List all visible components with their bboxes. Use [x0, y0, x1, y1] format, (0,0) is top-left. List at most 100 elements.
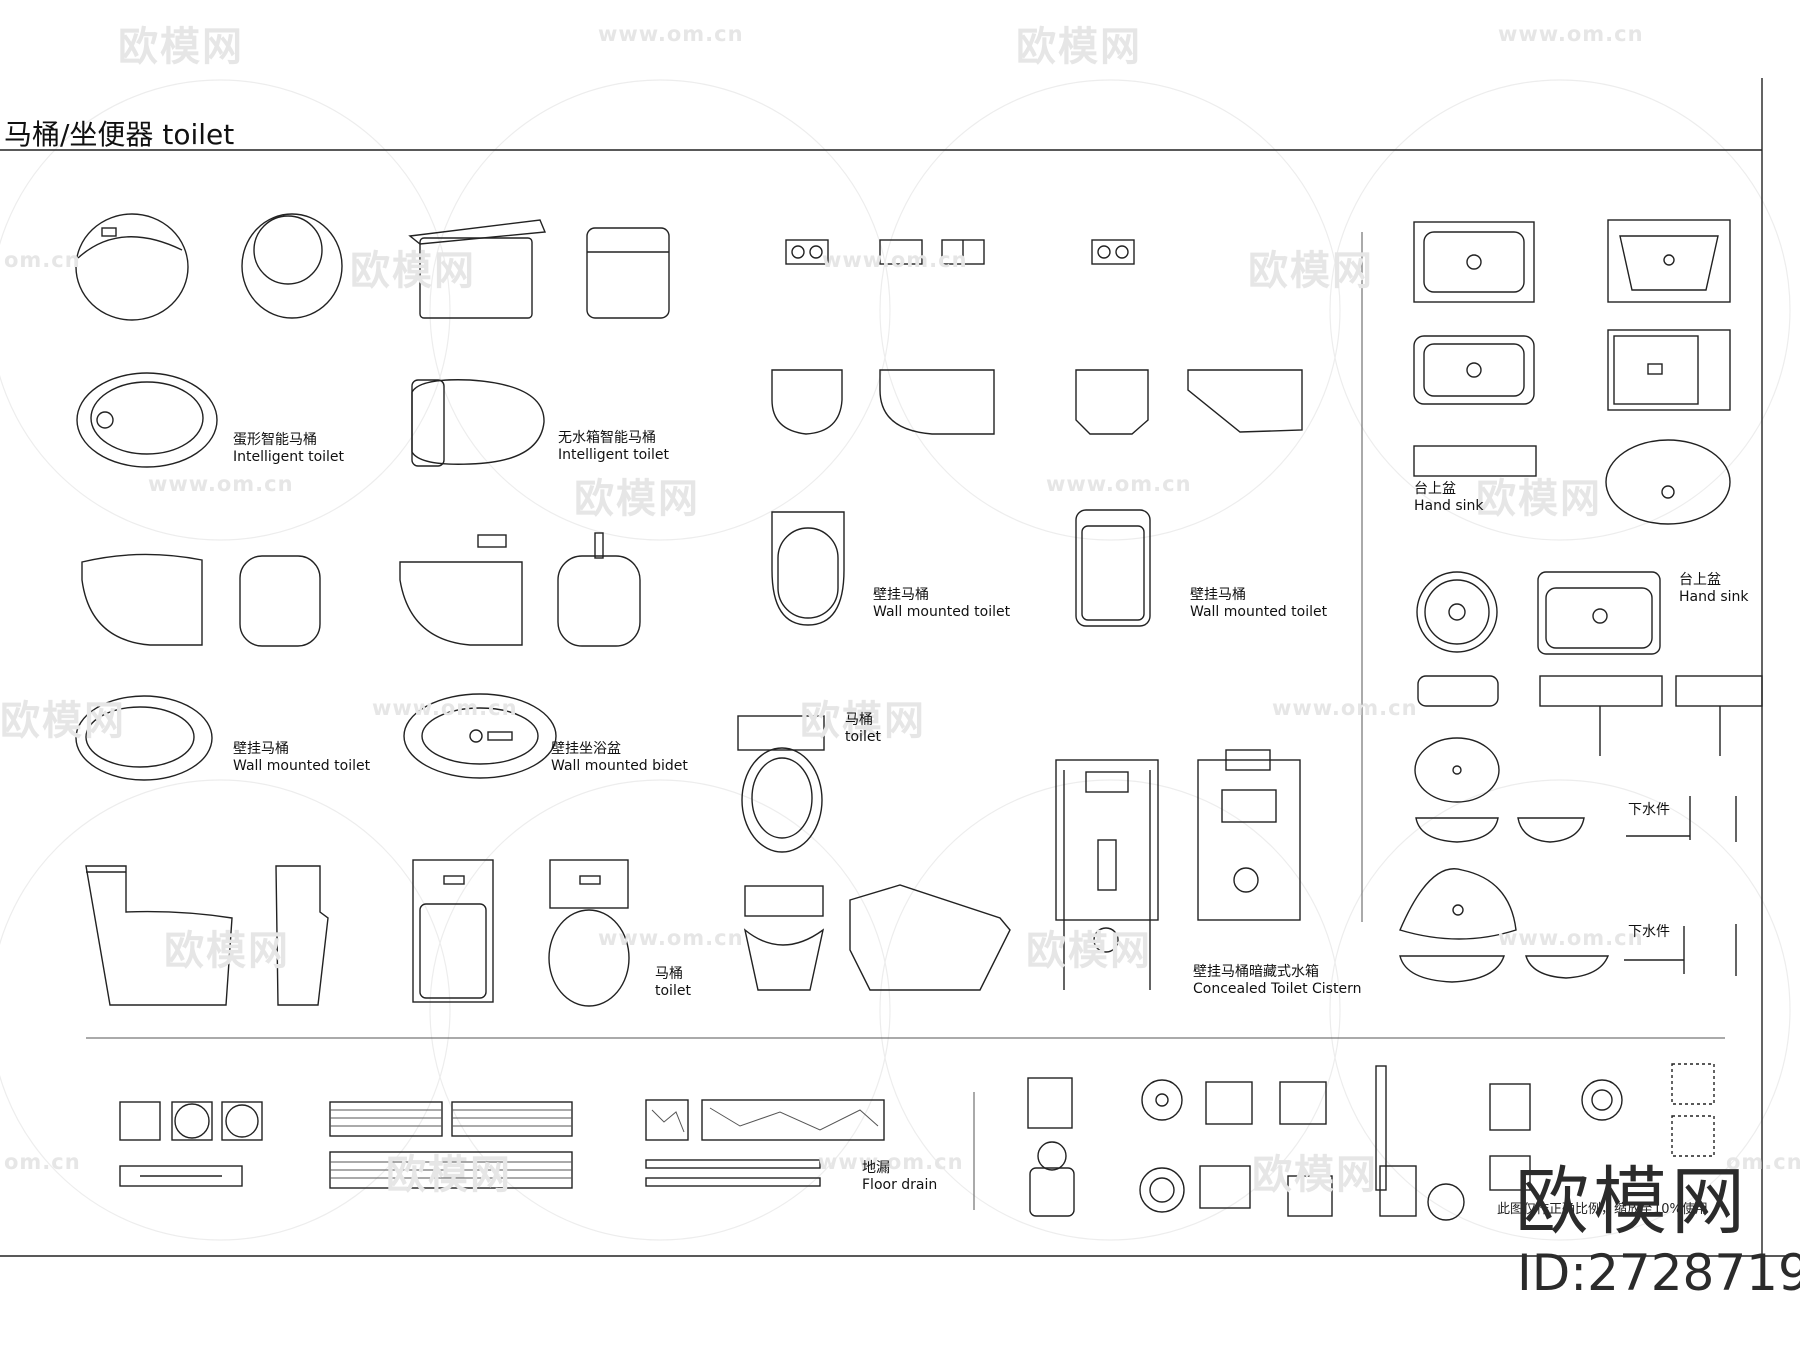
watermark-url: www.om.cn: [598, 926, 744, 950]
label-en: Wall mounted bidet: [551, 758, 688, 774]
label-wall-toilet-left: 壁挂马桶 Wall mounted toilet: [233, 741, 370, 775]
watermark-url: www.om.cn: [148, 472, 294, 496]
label-cn: 蛋形智能马桶: [233, 432, 317, 448]
drain-fittings: [1624, 796, 1737, 976]
tankless-toilet-front: [586, 227, 670, 319]
label-en: toilet: [845, 729, 881, 745]
label-en: Wall mounted toilet: [1190, 604, 1328, 620]
watermark-logo: 欧模网: [1026, 928, 1152, 974]
label-cistern: 壁挂马桶暗藏式水箱 Concealed Toilet Cistern: [1193, 964, 1361, 998]
label-cn: 壁挂马桶: [1190, 587, 1246, 603]
wall-toilet-plan: [75, 695, 213, 781]
one-piece-toilet-side: [85, 865, 233, 1006]
watermark-url: www.om.cn: [372, 696, 518, 720]
scale-note: 此图仅作正确比例，缩放至10%使用: [1497, 1202, 1708, 1217]
label-en: Wall mounted toilet: [233, 758, 371, 774]
label-toilet-mid: 马桶 toilet: [845, 712, 881, 746]
label-cn: 壁挂马桶: [873, 587, 929, 603]
watermark-logo: 欧模网: [164, 928, 290, 974]
watermark-url: om.cn: [4, 1150, 81, 1174]
brand-logo: 欧模网: [1515, 1159, 1749, 1245]
watermark-url: www.om.cn: [822, 248, 968, 272]
watermark-url: www.om.cn: [1272, 696, 1418, 720]
label-hand-sink-2: 台上盆 Hand sink: [1679, 572, 1748, 606]
watermark-logo: 欧模网: [1252, 1152, 1378, 1198]
watermark-logo: 欧模网: [574, 476, 700, 522]
label-cn: 马桶: [845, 712, 873, 728]
label-cn: 台上盆: [1679, 572, 1721, 588]
one-piece-toilet-side-2: [275, 865, 329, 1006]
label-cn: 壁挂马桶暗藏式水箱: [1193, 964, 1319, 980]
watermark-logo: 欧模网: [386, 1152, 512, 1198]
label-en: Intelligent toilet: [233, 449, 345, 465]
label-cn: 壁挂马桶: [233, 741, 289, 757]
watermark-url: om.cn: [4, 248, 81, 272]
label-toilet-bottom: 马桶 toilet: [655, 966, 691, 1000]
egg-toilet-front: [241, 213, 343, 319]
label-cn: 台上盆: [1414, 481, 1456, 497]
linear-drains: [329, 1101, 573, 1189]
watermark-url: om.cn: [1726, 1150, 1800, 1174]
egg-toilet-side: [75, 213, 189, 321]
tankless-toilet-plan: [411, 379, 545, 467]
rect-sink-2: [1607, 219, 1731, 303]
hand-sink-side-1: [1413, 445, 1537, 477]
label-en: Hand sink: [1414, 498, 1484, 514]
label-cn: 下水件: [1628, 924, 1670, 940]
label-tankless-toilet: 无水箱智能马桶 Intelligent toilet: [558, 430, 669, 464]
label-cn: 马桶: [655, 966, 683, 982]
label-wall-bidet: 壁挂坐浴盆 Wall mounted bidet: [551, 741, 688, 775]
wall-toilet-side: [81, 553, 203, 646]
wall-toilets-middle: [771, 369, 1303, 435]
label-cn: 下水件: [1628, 802, 1670, 818]
watermark-logo: 欧模网: [350, 248, 476, 294]
sink-sides: [1417, 675, 1763, 756]
label-en: Hand sink: [1679, 589, 1749, 605]
label-cn: 无水箱智能马桶: [558, 430, 656, 446]
rect-sink-3: [1413, 335, 1535, 405]
round-sink-plan: [1416, 571, 1498, 653]
label-wall-toilet-mid2: 壁挂马桶 Wall mounted toilet: [1190, 587, 1327, 621]
label-hand-sink-1: 台上盆 Hand sink: [1414, 481, 1483, 515]
label-drain-fitting-2: 下水件: [1628, 924, 1670, 941]
label-en: Concealed Toilet Cistern: [1193, 981, 1362, 997]
toilet-side-bottom: [849, 884, 1011, 991]
bidet-side: [399, 534, 523, 646]
watermark-logo: 欧模网: [1248, 248, 1374, 294]
toilet-front-bottom: [743, 885, 825, 991]
concealed-cistern-side: [1197, 749, 1301, 921]
rect-sink-4: [1607, 329, 1731, 411]
watermark-url: www.om.cn: [1498, 926, 1644, 950]
egg-toilet-plan: [76, 372, 218, 468]
round-toilet-plan: [548, 859, 630, 1007]
label-cn: 壁挂坐浴盆: [551, 741, 621, 757]
tankless-toilet-side: [408, 219, 547, 319]
bidet-front: [557, 532, 641, 647]
watermark-circles: [0, 79, 1791, 1241]
bidet-plan: [403, 693, 557, 779]
floor-drain-squares: [119, 1101, 263, 1187]
watermark-logo: 欧模网: [118, 24, 244, 70]
wall-toilet-front: [239, 555, 321, 647]
sheet-frame: [0, 78, 1800, 1257]
concealed-cistern-front: [1055, 759, 1159, 990]
label-en: Wall mounted toilet: [873, 604, 1011, 620]
wall-toilet-plan-square: [1075, 509, 1151, 627]
rect-sink-1: [1413, 221, 1535, 303]
label-drain-fitting-1: 下水件: [1628, 802, 1670, 819]
watermark-logo: 欧模网: [1016, 24, 1142, 70]
flush-plates: [785, 239, 1135, 265]
label-en: Intelligent toilet: [558, 447, 670, 463]
close-coupled-toilet-plan: [737, 715, 825, 853]
label-cn: 地漏: [862, 1160, 890, 1176]
bath-accessories: [1027, 1063, 1715, 1221]
label-egg-toilet: 蛋形智能马桶 Intelligent toilet: [233, 432, 344, 466]
label-floor-drain: 地漏 Floor drain: [862, 1160, 937, 1194]
oval-sink-plan: [1605, 439, 1731, 525]
marble-drains: [645, 1099, 885, 1187]
label-en: Floor drain: [862, 1177, 938, 1193]
label-wall-toilet-mid1: 壁挂马桶 Wall mounted toilet: [873, 587, 1010, 621]
label-en: toilet: [655, 983, 691, 999]
watermark-logo: 欧模网: [1476, 476, 1602, 522]
